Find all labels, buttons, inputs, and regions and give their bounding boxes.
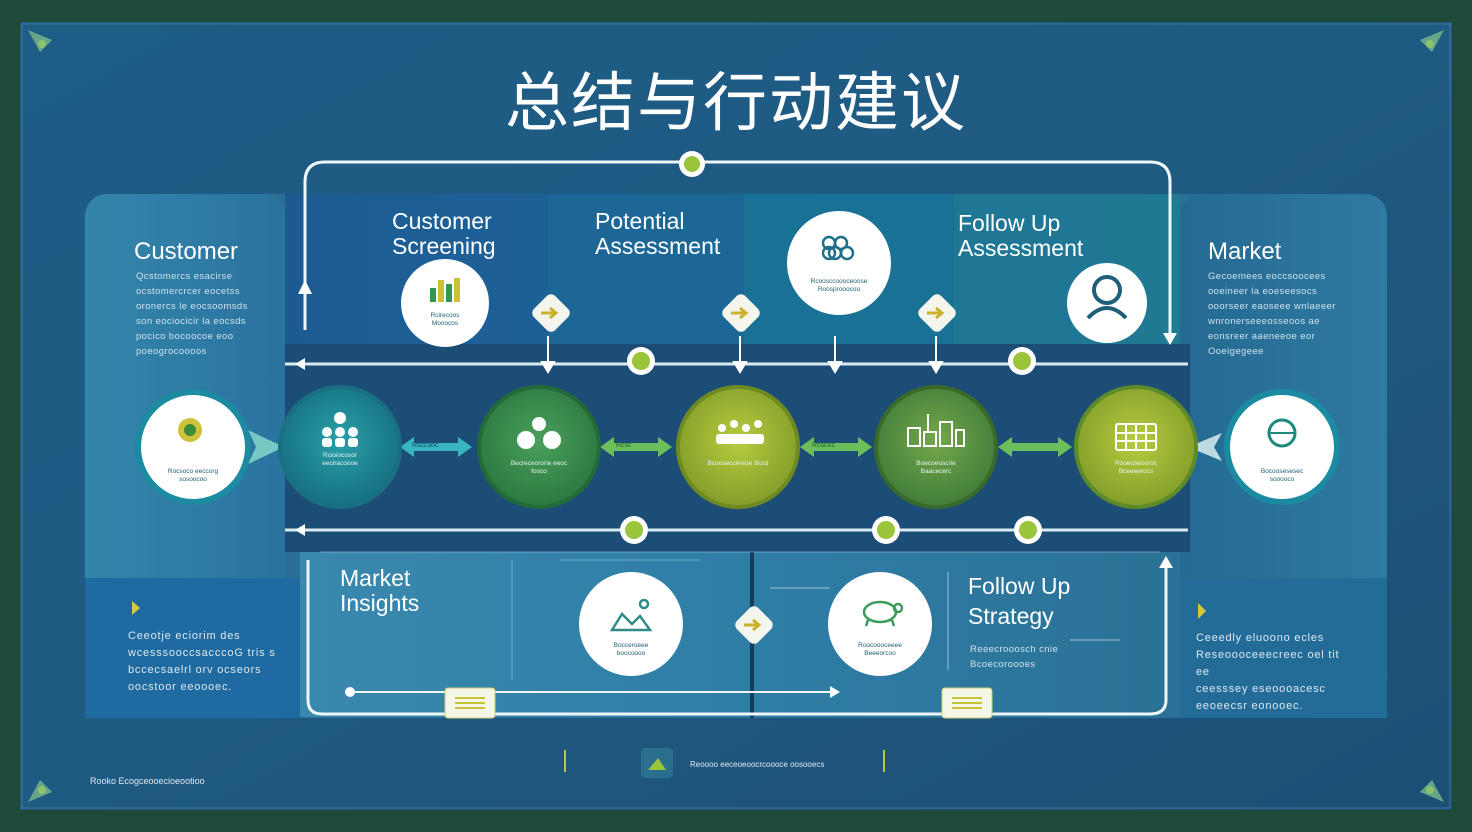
- customer-screening-title: Customer Screening: [392, 208, 496, 259]
- corner-ornament-icon: [28, 30, 1444, 802]
- left-note-line: bccecsaelrl orv ocseors: [128, 664, 262, 676]
- section-potential-assessment: [548, 194, 744, 344]
- market-line: ooeineer la eoeseesocs: [1208, 286, 1318, 297]
- white-node-followup: [1067, 263, 1147, 343]
- node-caption: Rooeoseooroc Bceeeerocs: [1114, 460, 1158, 475]
- white-node-caption: Rcoosccoooceoose Roosprooocoo: [810, 278, 868, 293]
- right-notes-text: Ceeedly eluoono ecles Reseoooceeecreec o…: [1196, 630, 1356, 715]
- market-line: ooorseer eaoseee wnlaeeer: [1208, 301, 1336, 312]
- customer-line: Qcstomercs esacirse: [136, 271, 233, 282]
- bottom-loop-connector: [306, 560, 1168, 716]
- white-node-caption: Roocoooceeee Beeeorcoo: [858, 642, 902, 657]
- left-note-line: Ceeotje eciorim des: [128, 630, 241, 642]
- strategy-text: Reeecrooosch cnie Bcoecoroooes: [970, 642, 1080, 672]
- connector-label: Rsccsoc: [412, 442, 439, 449]
- band-dots: [620, 347, 1042, 544]
- node-caption: Boecoeoscrie Baacecerc: [916, 460, 956, 475]
- follow-up-strategy-title: Follow Up Strategy: [968, 573, 1071, 629]
- people-group-icon: [322, 412, 358, 447]
- white-node-caption: Rcirecoos Mooocos: [430, 312, 460, 327]
- node-caption: Bocoosesesec sooooco: [1260, 468, 1304, 483]
- white-node-potential: [787, 211, 891, 315]
- footer-left-text: Rooko Ecogceooecioeootioo: [90, 776, 205, 786]
- market-line: wnronerseeeosseoos ae: [1208, 316, 1320, 327]
- diamond-arrow-icon: [735, 606, 773, 644]
- market-line: Ooeigegeee: [1208, 346, 1264, 357]
- link-chain-icon: [821, 235, 855, 261]
- left-notes-panel: [85, 578, 300, 718]
- white-node-caption: Bocceroeee boocoooo: [613, 642, 649, 657]
- market-panel-title: Market: [1208, 238, 1282, 265]
- customer-line: poeogrocoooos: [136, 346, 207, 357]
- customer-panel-text: Qcstomercs esacirse ocstomercrcer eocets…: [136, 269, 276, 359]
- right-notes-panel: [1180, 578, 1387, 718]
- calendar-grid-icon: [1115, 423, 1157, 451]
- note-arrow-icon: [132, 601, 140, 615]
- customer-line: oronercs le eocsoomsds: [136, 301, 248, 312]
- left-note-line: wcesssooccsacccoG tris s: [128, 647, 276, 659]
- footer-middle-text: Reoooo eeceoeoocrcoooce oosooecs: [690, 760, 825, 769]
- mountain-chart-icon: [609, 598, 653, 632]
- market-panel-text: Gecoemees eoccsoocees ooeineer la eoesee…: [1208, 269, 1348, 359]
- right-note-line: Ceeedly eluoono ecles: [1196, 632, 1325, 644]
- connector-label: Rcsc: [616, 442, 632, 449]
- customer-panel-title: Customer: [134, 238, 239, 265]
- follow-up-assessment-title: Follow Up Assessment: [958, 210, 1084, 261]
- white-node-insights: [579, 572, 683, 676]
- white-node-strategy: [828, 572, 932, 676]
- diamond-arrow-icon: [722, 294, 760, 332]
- network-nodes-icon: [517, 417, 561, 449]
- market-line: Gecoemees eoccsoocees: [1208, 271, 1326, 282]
- process-node-2: [477, 385, 601, 509]
- right-note-line: eeoeecsr eonooec.: [1196, 700, 1304, 712]
- white-node-screening: [401, 259, 489, 347]
- right-note-line: Reseoooceeecreec oel tit ee: [1196, 649, 1340, 678]
- left-note-line: oocstoor eeoooec.: [128, 681, 233, 693]
- process-node-4: [874, 385, 998, 509]
- left-notes-text: Ceeotje eciorim des wcesssooccsacccoG tr…: [128, 628, 288, 696]
- factory-icon: [907, 414, 965, 447]
- process-node-start: [135, 389, 251, 505]
- double-arrow-connectors: [248, 430, 1222, 464]
- process-node-1: [278, 385, 402, 509]
- process-node-5: [1074, 385, 1198, 509]
- strategy-line: Bcoecoroooes: [970, 659, 1036, 670]
- connector-label: Rcscoc: [812, 442, 835, 449]
- strategy-line: Reeecrooosch cnie: [970, 644, 1059, 655]
- node-caption: Rocsoco eeccorg sosoocoo: [167, 468, 219, 483]
- diamond-arrow-icon: [532, 294, 570, 332]
- top-loop-connector: [303, 160, 1172, 340]
- turtle-icon: [862, 600, 904, 627]
- page-title: 总结与行动建议: [505, 67, 967, 141]
- right-note-line: ceesssey eseoooacesc: [1196, 683, 1326, 695]
- down-arrows: [540, 336, 944, 374]
- process-node-end: [1224, 389, 1340, 505]
- team-icon: [716, 420, 764, 444]
- diamond-arrow-icon: [918, 294, 956, 332]
- process-node-3: [676, 385, 800, 509]
- customer-line: pocico bocoocoe eoo: [136, 331, 234, 342]
- customer-line: son eociocicir la eocsds: [136, 316, 246, 327]
- search-user-icon: [1092, 275, 1122, 305]
- market-insights-title: Market Insights: [340, 565, 420, 616]
- node-caption: Rcioiocosor eeciracoooe: [322, 452, 358, 467]
- market-line: eonsreer aaeneeoe eor: [1208, 331, 1316, 342]
- node-caption: Becreceororie eeoc fosco: [510, 460, 568, 475]
- customer-line: ocstomercrcer eocetss: [136, 286, 240, 297]
- potential-assessment-title: Potential Assessment: [595, 208, 721, 259]
- node-caption: Bcooseccereoe Bccd: [707, 460, 769, 467]
- bar-chart-icon: [430, 278, 460, 302]
- note-arrow-icon: [1198, 603, 1206, 619]
